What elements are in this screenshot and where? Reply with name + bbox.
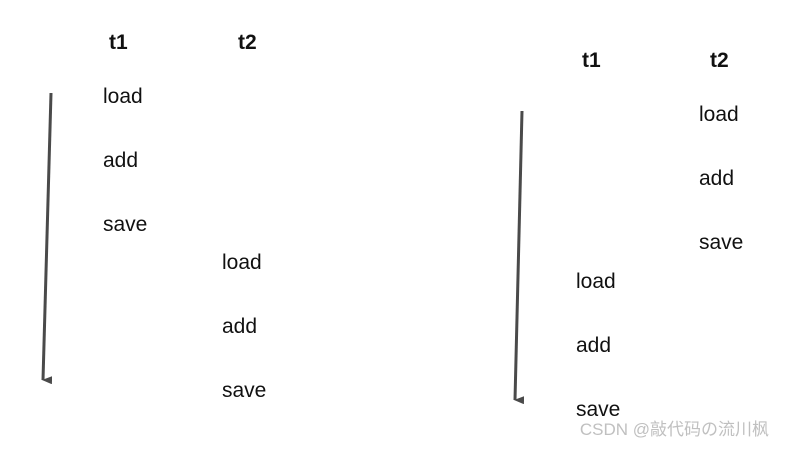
right-t1-load: load (576, 270, 616, 293)
right-time-arrow (513, 110, 525, 405)
right-t2-load: load (699, 103, 739, 126)
right-header-t2: t2 (710, 49, 729, 72)
right-t2-add: add (699, 167, 735, 190)
left-t2-load: load (222, 251, 262, 274)
left-time-arrow (41, 92, 53, 385)
left-t1-save: save (103, 213, 148, 236)
right-t2-save: save (699, 231, 744, 254)
right-t1-save: save (576, 398, 621, 421)
watermark: CSDN @敲代码の流川枫 (579, 420, 769, 439)
left-header-t1: t1 (109, 31, 128, 54)
left-t1-load: load (103, 85, 143, 108)
right-header-t1: t1 (582, 49, 601, 72)
left-header-t2: t2 (238, 31, 257, 54)
left-t2-save: save (222, 379, 267, 402)
left-t2-add: add (222, 315, 258, 338)
right-t1-add: add (576, 334, 612, 357)
left-t1-add: add (103, 149, 139, 172)
